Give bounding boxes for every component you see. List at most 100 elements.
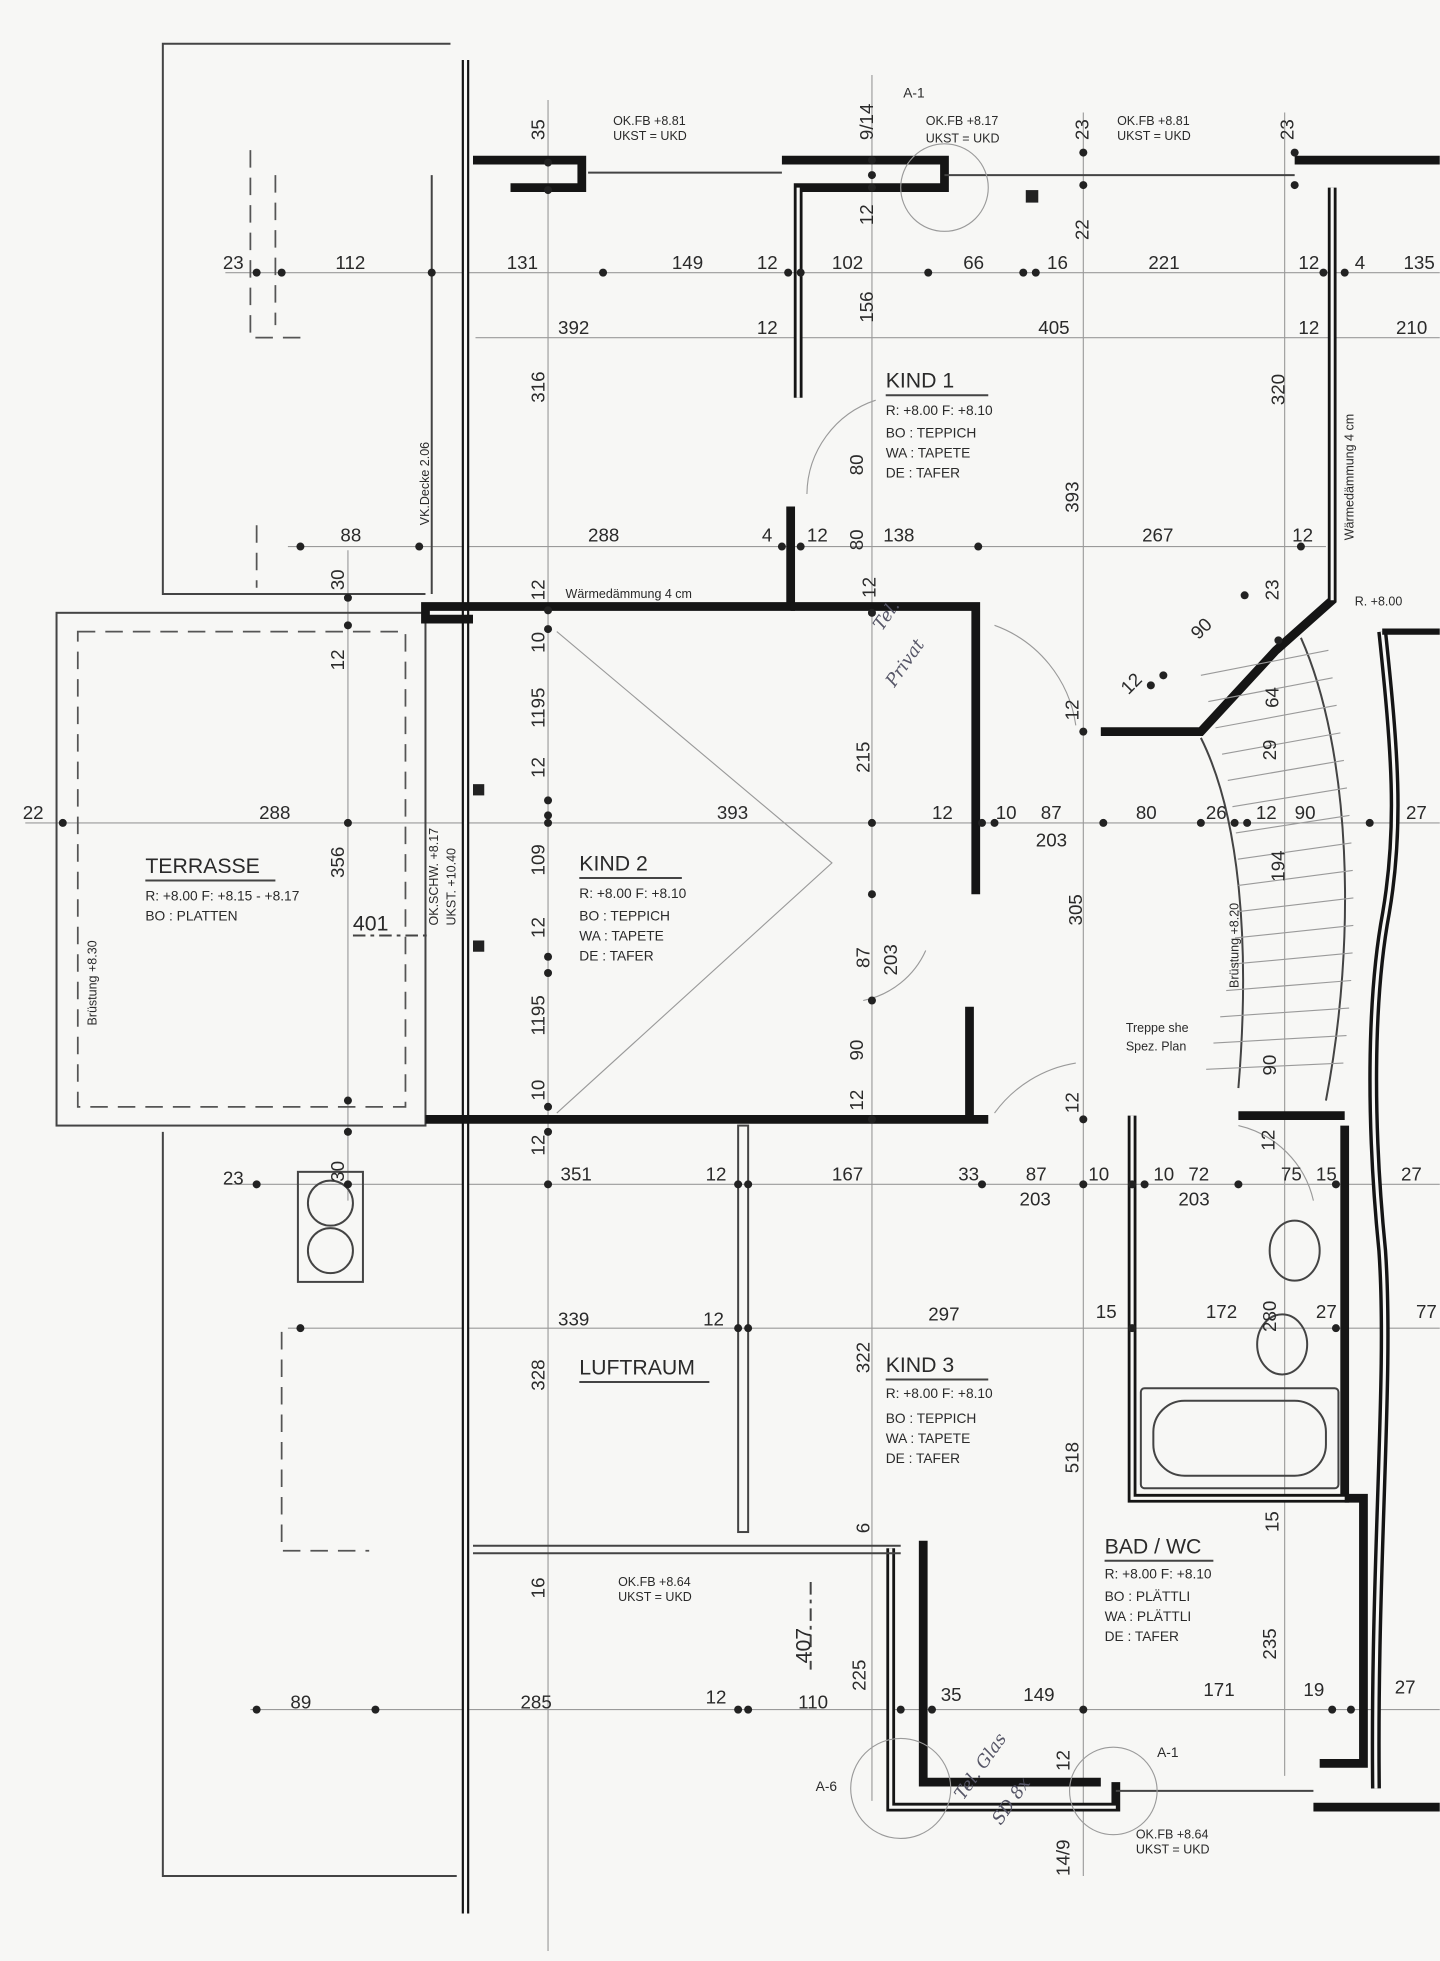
dimension-label: 12 (846, 1090, 867, 1111)
dimension-tick (924, 268, 933, 277)
dimension-tick (1331, 1180, 1340, 1189)
annotation: UKST = UKD (926, 132, 1000, 146)
room-name: BAD / WC (1105, 1534, 1202, 1558)
dimension-tick (734, 1705, 743, 1714)
room-info: WA : TAPETE (886, 446, 971, 461)
dimension-tick (744, 1324, 753, 1333)
dimension-label: 6 (852, 1523, 873, 1533)
handwritten-note: Tel. Glas (951, 1730, 1011, 1804)
stair-tread (1221, 732, 1341, 755)
dimension-tick (544, 1102, 553, 1111)
dimension-label: 12 (1292, 525, 1313, 546)
dimension-label: 87 (852, 947, 873, 968)
dimension-label: 285 (521, 1691, 552, 1712)
dimension-label: 90 (1295, 802, 1316, 823)
dimension-tick (867, 156, 876, 165)
dimension-label: 22 (23, 802, 44, 823)
dimension-tick (599, 268, 608, 277)
stair-tread (1206, 1062, 1344, 1070)
annotation: Brüstung +8.30 (86, 940, 100, 1025)
dimension-label: 4 (762, 525, 772, 546)
dimension-label: 235 (1259, 1628, 1280, 1659)
dimension-label: 90 (1186, 614, 1216, 644)
dimension-tick (734, 1324, 743, 1333)
dimension-tick (896, 1705, 905, 1714)
dimension-label: 12 (327, 649, 348, 670)
annotation: A-1 (903, 86, 924, 101)
dimension-tick (784, 268, 793, 277)
dimension-tick (867, 996, 876, 1005)
dimension-label: 29 (1259, 740, 1280, 761)
dimension-label: 12 (527, 579, 548, 600)
dimension-tick (777, 542, 786, 551)
stair-tread (1208, 677, 1333, 703)
dimension-label: 393 (717, 802, 748, 823)
dimension-label: 215 (852, 742, 873, 773)
dimension-label: 225 (849, 1660, 870, 1691)
dimension-label: 280 (1259, 1301, 1280, 1332)
dimension-label: 80 (1136, 802, 1157, 823)
stair-tread (1215, 704, 1337, 729)
dimension-label: 87 (1041, 802, 1062, 823)
dimension-label: 35 (527, 119, 548, 140)
dimension-label: 10 (1153, 1164, 1174, 1185)
room-info: BO : TEPPICH (579, 908, 670, 923)
dimension-label: 10 (996, 802, 1017, 823)
room-info: DE : TAFER (579, 948, 653, 963)
room-kind-2: KIND 2 R: +8.00 F: +8.10 BO : TEPPICH WA… (579, 851, 686, 963)
dimension-label: 10 (527, 1080, 548, 1101)
room-info: WA : PLÄTTLI (1105, 1608, 1192, 1624)
dimension-label: 12 (527, 917, 548, 938)
room-name: LUFTRAUM (579, 1355, 695, 1379)
dimension-tick (1196, 818, 1205, 827)
dimension-tick (1340, 268, 1349, 277)
dimension-label: 87 (1026, 1164, 1047, 1185)
dimension-label: 27 (1395, 1676, 1416, 1697)
dimension-tick (343, 593, 352, 602)
stair-tread (1231, 952, 1353, 965)
dimension-label: 135 (1403, 252, 1434, 273)
dimension-label: 12 (1298, 317, 1319, 338)
stair-tread (1220, 1007, 1350, 1018)
dimension-tick (277, 268, 286, 277)
dimension-label: 102 (832, 252, 863, 273)
stair-tread (1235, 814, 1350, 834)
dimension-label: 12 (1061, 700, 1082, 721)
dimension-label: 1195 (527, 995, 548, 1035)
dimension-tick (343, 621, 352, 630)
dimension-label: 27 (1406, 802, 1427, 823)
room-terrasse: TERRASSE R: +8.00 F: +8.15 - +8.17 BO : … (145, 854, 299, 924)
dimension-label: 316 (527, 371, 548, 402)
dimension-tick (1319, 268, 1328, 277)
annotation: UKST = UKD (618, 1590, 692, 1604)
dimension-tick (1240, 591, 1249, 600)
dimension-label: 22 (1071, 219, 1092, 240)
room-info: DE : TAFER (886, 466, 960, 481)
dimension-tick (544, 952, 553, 961)
room-info: BO : TEPPICH (886, 1411, 977, 1426)
annotation: Wärmedämmung 4 cm (566, 587, 692, 601)
dimension-tick (867, 171, 876, 180)
dimension-label: 305 (1065, 894, 1086, 925)
lower-left-area (161, 1131, 457, 1877)
dimension-tick (1328, 1705, 1337, 1714)
dimension-tick (867, 890, 876, 899)
dimension-tick (1159, 671, 1168, 680)
stair-tread (1232, 787, 1348, 808)
dimension-tick (867, 1115, 876, 1124)
dimension-tick (252, 1705, 261, 1714)
stair-tread (1226, 979, 1352, 992)
room-underlines (145, 394, 1214, 1670)
stair-tread (1227, 759, 1344, 781)
annotation: UKST. +10.40 (444, 848, 458, 926)
dimension-label: 405 (1038, 317, 1069, 338)
dimension-label: 30 (327, 1161, 348, 1182)
dimension-label: 26 (1206, 802, 1227, 823)
dimension-label: 75 (1281, 1164, 1302, 1185)
room-info: DE : TAFER (886, 1451, 960, 1466)
staircase (1199, 637, 1354, 1101)
dimension-label: 80 (846, 454, 867, 475)
dimension-label: 89 (290, 1691, 311, 1712)
annotation: OK.FB +8.81 (1117, 114, 1190, 128)
